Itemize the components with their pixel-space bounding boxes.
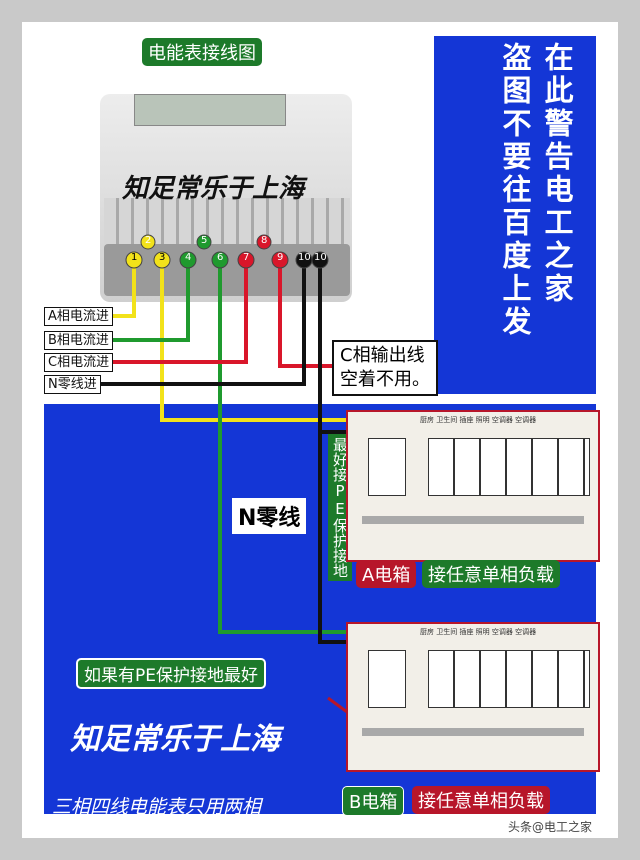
warning-text-left: 盗图不要往百度上发 xyxy=(498,42,532,339)
label-b-in: B相电流进 xyxy=(44,331,113,350)
terminal-9 xyxy=(271,251,289,269)
terminal-label-4: 4 xyxy=(185,252,192,263)
terminal-label-6: 6 xyxy=(217,252,224,263)
diagram-canvas: 电能表接线图 在此警告电工之家 盗图不要往百度上发 知足常乐于上海 xyxy=(22,22,618,838)
panel-b-breakers xyxy=(428,650,590,708)
watermark-upper: 知足常乐于上海 xyxy=(122,174,305,204)
terminal-label-5: 5 xyxy=(201,235,208,246)
meter-display xyxy=(134,94,286,126)
distribution-box-b: 厨房 卫生间 插座 照明 空调器 空调器 xyxy=(346,622,600,772)
terminal-2 xyxy=(140,234,156,250)
terminal-10b xyxy=(311,251,329,269)
panel-a-header: 厨房 卫生间 插座 照明 空调器 空调器 xyxy=(420,416,537,424)
box-b-tags: B电箱 接任意单相负载 xyxy=(342,786,602,816)
warning-text-right: 在此警告电工之家 xyxy=(540,42,574,306)
terminal-1 xyxy=(125,251,143,269)
panel-a-breakers xyxy=(428,438,590,496)
warning-panel xyxy=(434,36,596,394)
box-b-load: 接任意单相负载 xyxy=(412,786,550,814)
distribution-box-a: 厨房 卫生间 插座 照明 空调器 空调器 xyxy=(346,410,600,562)
label-n-in: N零线进 xyxy=(44,375,101,394)
box-a-tags: A电箱 接任意单相负载 xyxy=(356,560,596,588)
wire-c-out xyxy=(278,262,332,368)
terminal-label-2: 2 xyxy=(145,235,152,246)
terminal-block xyxy=(104,244,350,296)
terminal-label-10b: 10 xyxy=(314,252,327,263)
meter-title: 电能表接线图 xyxy=(142,38,262,66)
terminal-4 xyxy=(179,251,197,269)
panel-b-main-breaker xyxy=(368,650,406,708)
c-output-line2: 空着不用。 xyxy=(340,369,430,390)
label-a-in: A相电流进 xyxy=(44,307,113,326)
panel-b-header: 厨房 卫生间 插座 照明 空调器 空调器 xyxy=(420,628,537,636)
box-b-name: B电箱 xyxy=(342,786,405,816)
neutral-label: N零线 xyxy=(232,498,307,534)
terminal-label-9: 9 xyxy=(277,252,284,263)
panel-a-main-breaker xyxy=(368,438,406,496)
wire-b-in xyxy=(44,262,190,342)
terminal-label-10a: 10 xyxy=(298,252,311,263)
wire-n-in xyxy=(44,262,306,386)
terminal-8 xyxy=(256,234,272,250)
terminal-7 xyxy=(237,251,255,269)
terminal-label-1: 1 xyxy=(131,252,138,263)
brand-watermark: 头条@电工之家 xyxy=(508,820,593,834)
terminal-number-row: 1 3 4 6 7 9 10 10 xyxy=(22,252,618,272)
c-output-note: C相输出线 空着不用。 xyxy=(332,340,438,396)
footer-title: 三相四线电能表只用两相 xyxy=(52,796,262,818)
terminal-3 xyxy=(153,251,171,269)
pe-note: 如果有PE保护接地最好 xyxy=(76,658,266,689)
panel-a-busbar xyxy=(362,516,584,524)
terminal-6 xyxy=(211,251,229,269)
terminal-label-8: 8 xyxy=(261,235,268,246)
terminal-label-3: 3 xyxy=(159,252,166,263)
watermark-lower: 知足常乐于上海 xyxy=(70,722,280,757)
box-a-load: 接任意单相负载 xyxy=(422,560,560,588)
box-a-name: A电箱 xyxy=(356,560,417,588)
terminal-label-7: 7 xyxy=(243,252,250,263)
terminal-5 xyxy=(196,234,212,250)
panel-b-busbar xyxy=(362,728,584,736)
terminal-circles xyxy=(125,234,329,269)
label-c-in: C相电流进 xyxy=(44,353,114,372)
c-output-line1: C相输出线 xyxy=(340,345,425,366)
